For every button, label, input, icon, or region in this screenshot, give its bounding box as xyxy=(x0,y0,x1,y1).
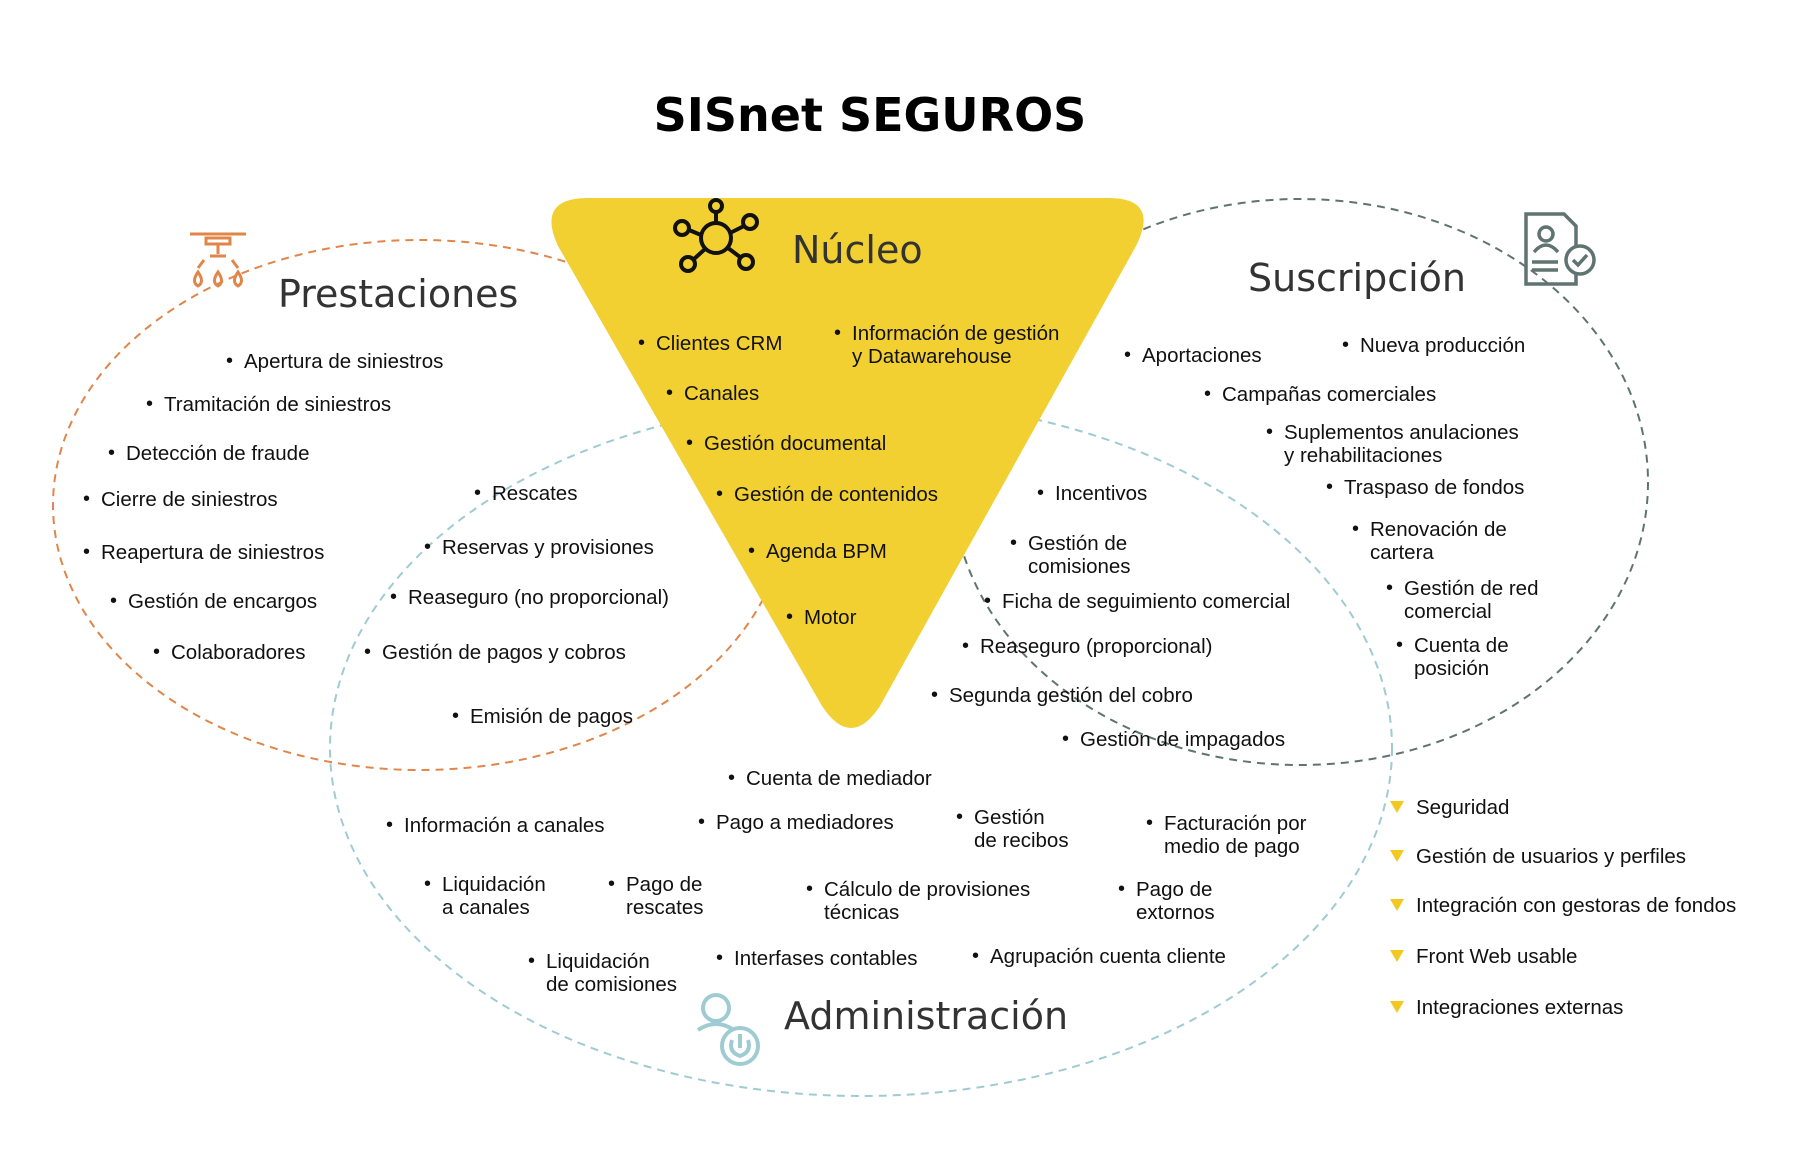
administracion-item: Liquidación a canales xyxy=(424,873,546,919)
shared-item: Gestión de comisiones xyxy=(1010,532,1131,578)
suscripcion-item: Cuenta de posición xyxy=(1396,634,1509,680)
admin-settings-icon xyxy=(694,990,766,1075)
prestaciones-heading: Prestaciones xyxy=(278,272,519,316)
nucleo-item: Gestión de contenidos xyxy=(716,483,938,506)
transversal-item: Seguridad xyxy=(1390,796,1509,819)
nucleo-item: Información de gestión y Datawarehouse xyxy=(834,322,1059,368)
transversal-item: Integraciones externas xyxy=(1390,996,1623,1019)
shared-item: Gestión de pagos y cobros xyxy=(364,641,626,664)
suscripcion-heading: Suscripción xyxy=(1248,256,1466,300)
administracion-item: Gestión de recibos xyxy=(956,806,1069,852)
suscripcion-item: Renovación de cartera xyxy=(1352,518,1507,564)
suscripcion-item: Gestión de red comercial xyxy=(1386,577,1538,623)
document-check-icon xyxy=(1520,210,1600,295)
shared-item: Reaseguro (proporcional) xyxy=(962,635,1212,658)
shared-item: Ficha de seguimiento comercial xyxy=(984,590,1290,613)
triangle-marker-icon xyxy=(1390,850,1404,862)
administracion-item: Facturación por medio de pago xyxy=(1146,812,1306,858)
prestaciones-item: Gestión de encargos xyxy=(110,590,317,613)
shared-item: Segunda gestión del cobro xyxy=(931,684,1193,707)
nucleo-item: Canales xyxy=(666,382,759,405)
shared-item: Incentivos xyxy=(1037,482,1147,505)
sprinkler-icon xyxy=(184,228,252,299)
suscripcion-item: Suplementos anulaciones y rehabilitacion… xyxy=(1266,421,1519,467)
triangle-marker-icon xyxy=(1390,899,1404,911)
administracion-item: Cálculo de provisiones técnicas xyxy=(806,878,1030,924)
suscripcion-item: Campañas comerciales xyxy=(1204,383,1436,406)
prestaciones-item: Detección de fraude xyxy=(108,442,309,465)
transversal-item: Front Web usable xyxy=(1390,945,1577,968)
prestaciones-item: Colaboradores xyxy=(153,641,305,664)
triangle-marker-icon xyxy=(1390,1001,1404,1013)
suscripcion-ellipse xyxy=(951,198,1649,766)
nucleo-item: Agenda BPM xyxy=(748,540,887,563)
nucleo-item: Gestión documental xyxy=(686,432,886,455)
administracion-item: Pago de extornos xyxy=(1118,878,1215,924)
suscripcion-item: Aportaciones xyxy=(1124,344,1262,367)
triangle-marker-icon xyxy=(1390,801,1404,813)
administracion-item: Pago a mediadores xyxy=(698,811,894,834)
nucleo-item: Motor xyxy=(786,606,856,629)
administracion-item: Pago de rescates xyxy=(608,873,703,919)
administracion-heading: Administración xyxy=(784,994,1069,1038)
administracion-item: Agrupación cuenta cliente xyxy=(972,945,1226,968)
network-icon xyxy=(670,198,762,283)
prestaciones-item: Apertura de siniestros xyxy=(226,350,443,373)
administracion-item: Cuenta de mediador xyxy=(728,767,932,790)
transversal-item: Gestión de usuarios y perfiles xyxy=(1390,845,1686,868)
suscripcion-item: Nueva producción xyxy=(1342,334,1525,357)
triangle-marker-icon xyxy=(1390,950,1404,962)
shared-item: Reservas y provisiones xyxy=(424,536,654,559)
administracion-item: Liquidación de comisiones xyxy=(528,950,677,996)
shared-item: Rescates xyxy=(474,482,577,505)
shared-item: Emisión de pagos xyxy=(452,705,633,728)
prestaciones-item: Cierre de siniestros xyxy=(83,488,278,511)
administracion-item: Información a canales xyxy=(386,814,605,837)
nucleo-heading: Núcleo xyxy=(792,228,923,272)
shared-item: Gestión de impagados xyxy=(1062,728,1285,751)
prestaciones-item: Reapertura de siniestros xyxy=(83,541,324,564)
prestaciones-item: Tramitación de siniestros xyxy=(146,393,391,416)
suscripcion-item: Traspaso de fondos xyxy=(1326,476,1524,499)
nucleo-item: Clientes CRM xyxy=(638,332,782,355)
transversal-item: Integración con gestoras de fondos xyxy=(1390,894,1736,917)
shared-item: Reaseguro (no proporcional) xyxy=(390,586,669,609)
page-title: SISnet SEGUROS xyxy=(653,88,1087,142)
administracion-item: Interfases contables xyxy=(716,947,917,970)
